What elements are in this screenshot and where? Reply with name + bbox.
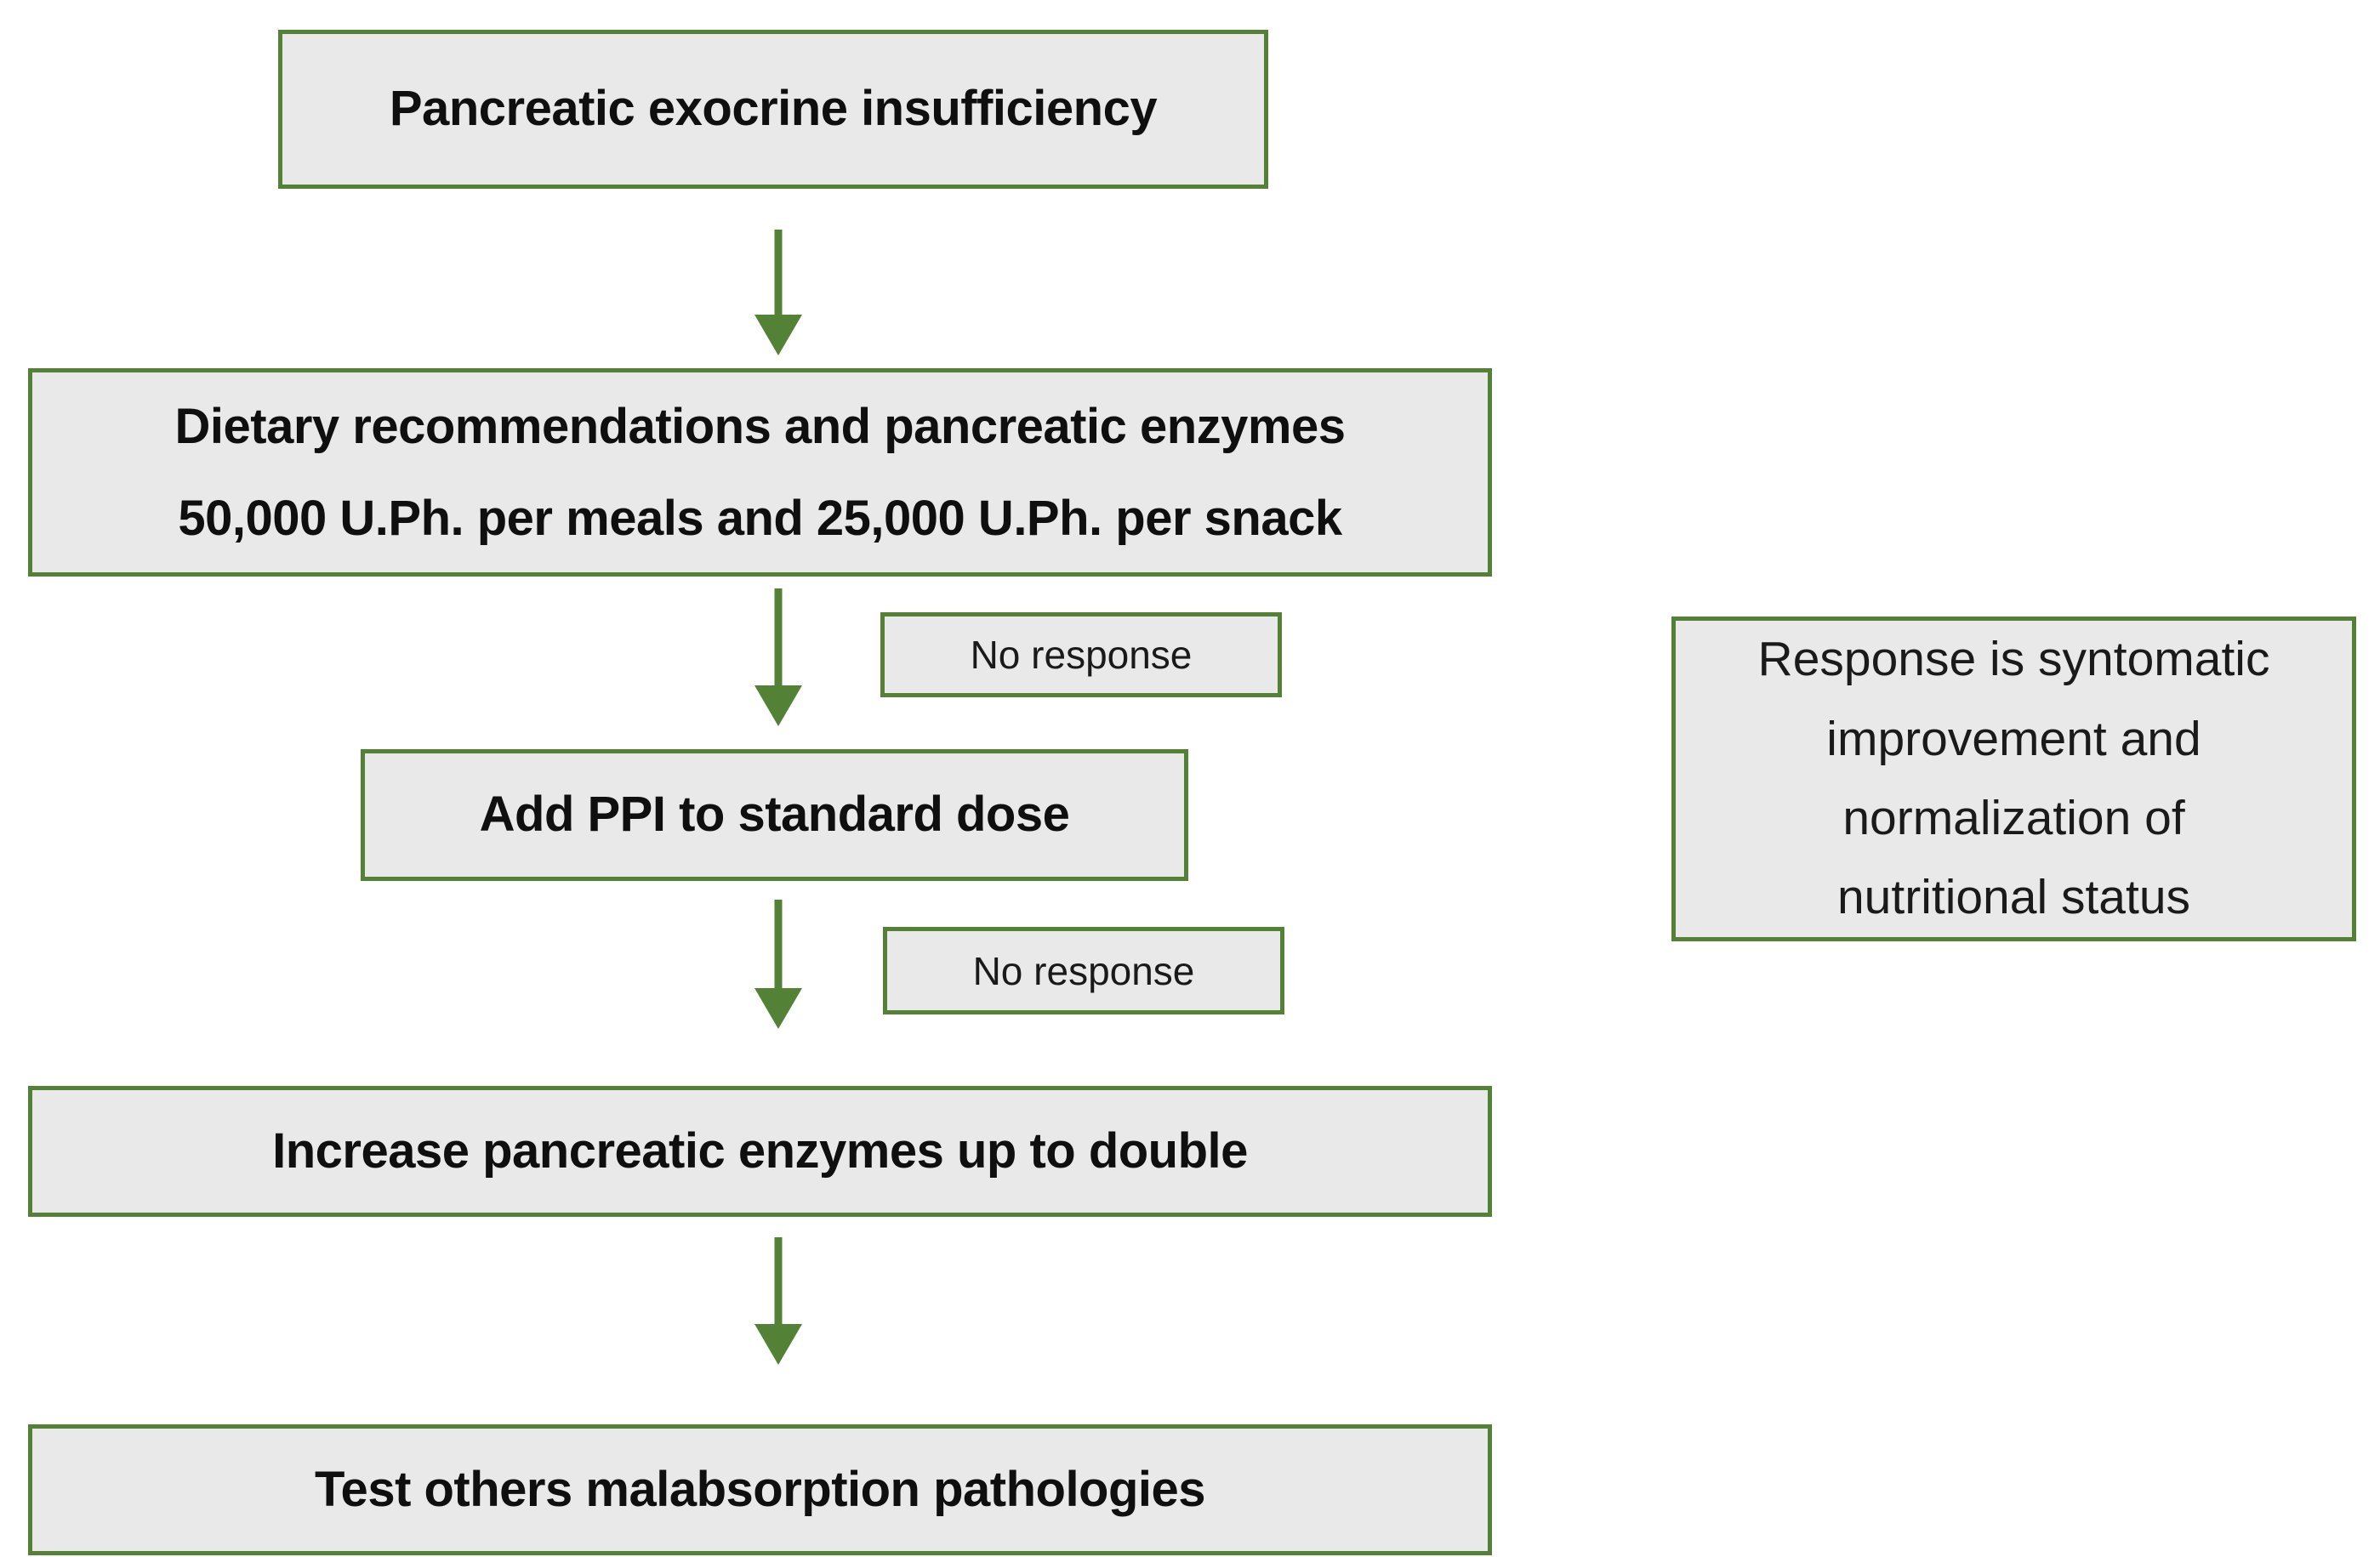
node-test-malabsorption: Test others malabsorption pathologies bbox=[28, 1424, 1492, 1555]
node-increase-enzymes: Increase pancreatic enzymes up to double bbox=[28, 1086, 1492, 1217]
node-pancreatic-exocrine-insufficiency: Pancreatic exocrine insufficiency bbox=[278, 30, 1268, 189]
down-arrow-icon bbox=[749, 230, 808, 355]
node-label: Increase pancreatic enzymes up to double bbox=[272, 1122, 1248, 1179]
arrow-shaft bbox=[774, 1237, 783, 1327]
arrow-shaft bbox=[774, 588, 783, 689]
side-note-line3: normalization of bbox=[1842, 791, 2185, 845]
node-dietary-recommendations: Dietary recommendations and pancreatic e… bbox=[28, 368, 1492, 577]
node-label: No response bbox=[970, 633, 1193, 677]
node-label: Pancreatic exocrine insufficiency bbox=[389, 81, 1158, 137]
down-arrow-icon bbox=[749, 900, 808, 1029]
arrow-head bbox=[754, 315, 802, 355]
node-no-response-2: No response bbox=[883, 927, 1284, 1014]
arrow-shaft bbox=[774, 230, 783, 318]
arrow-head bbox=[754, 685, 802, 726]
node-add-ppi: Add PPI to standard dose bbox=[361, 749, 1188, 881]
node-label: No response bbox=[972, 948, 1195, 993]
node-label-line2: 50,000 U.Ph. per meals and 25,000 U.Ph. … bbox=[178, 490, 1342, 546]
down-arrow-icon bbox=[749, 588, 808, 726]
arrow-head bbox=[754, 1324, 802, 1365]
side-note-line2: improvement and bbox=[1826, 711, 2201, 766]
arrow-shaft bbox=[774, 900, 783, 992]
down-arrow-icon bbox=[749, 1237, 808, 1365]
side-note-line1: Response is syntomatic bbox=[1757, 632, 2270, 687]
node-label: Add PPI to standard dose bbox=[479, 787, 1070, 843]
node-label: Test others malabsorption pathologies bbox=[314, 1461, 1206, 1517]
node-label-line1: Dietary recommendations and pancreatic e… bbox=[174, 399, 1346, 455]
arrow-head bbox=[754, 988, 802, 1029]
side-note-response-definition: Response is syntomatic improvement and n… bbox=[1671, 617, 2356, 941]
node-no-response-1: No response bbox=[880, 612, 1282, 697]
side-note-line4: nutritional status bbox=[1836, 870, 2191, 925]
